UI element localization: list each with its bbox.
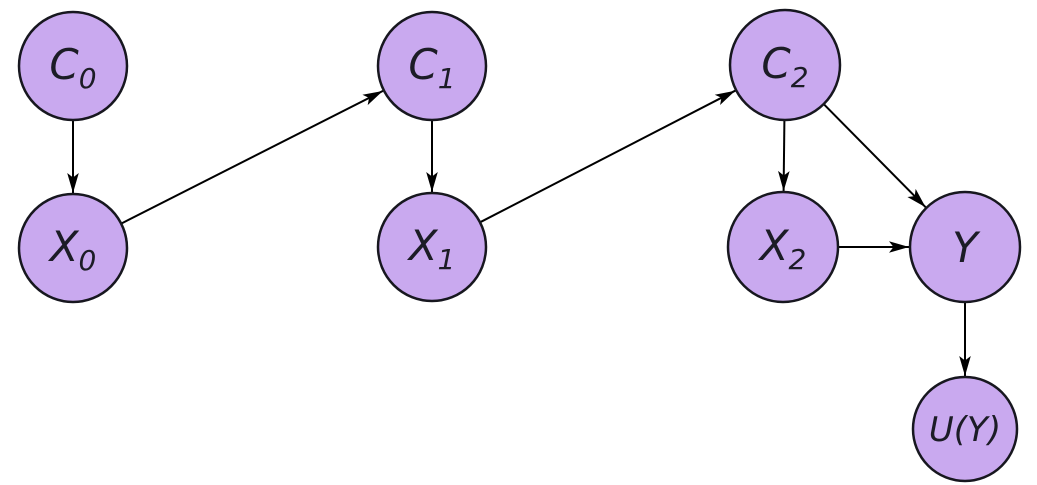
edge-X1-to-C2 <box>479 89 736 224</box>
node-circle-X2 <box>726 190 840 304</box>
node-X0: X0 <box>17 192 129 304</box>
node-C2: C2 <box>728 8 842 122</box>
node-circle-C2 <box>728 8 842 122</box>
node-label-C0: C0 <box>49 40 96 95</box>
edge-C2-to-Y <box>822 103 927 208</box>
node-label-X0: X0 <box>48 222 97 277</box>
node-circle-Y <box>908 190 1022 304</box>
node-Y: Y <box>908 190 1022 304</box>
edges-layer <box>67 89 971 376</box>
node-label-X2: X2 <box>758 221 807 276</box>
node-C1: C1 <box>376 10 488 122</box>
node-X1: X1 <box>376 191 488 303</box>
node-label-X1: X1 <box>407 221 456 276</box>
node-X2: X2 <box>726 190 840 304</box>
node-circle-X0 <box>17 192 129 304</box>
node-label-C2: C2 <box>761 39 808 94</box>
node-label-Y: Y <box>952 223 981 272</box>
edge-C2-to-X2 <box>778 119 790 192</box>
node-circle-C1 <box>376 10 488 122</box>
node-circle-C0 <box>17 10 129 122</box>
node-circle-X1 <box>376 191 488 303</box>
node-UY: U(Y) <box>911 375 1019 483</box>
edge-X0-to-C1 <box>120 90 384 225</box>
node-label-UY: U(Y) <box>929 410 1001 450</box>
node-circle-UY <box>911 375 1019 483</box>
node-C0: C0 <box>17 10 129 122</box>
node-label-C1: C1 <box>408 40 455 95</box>
